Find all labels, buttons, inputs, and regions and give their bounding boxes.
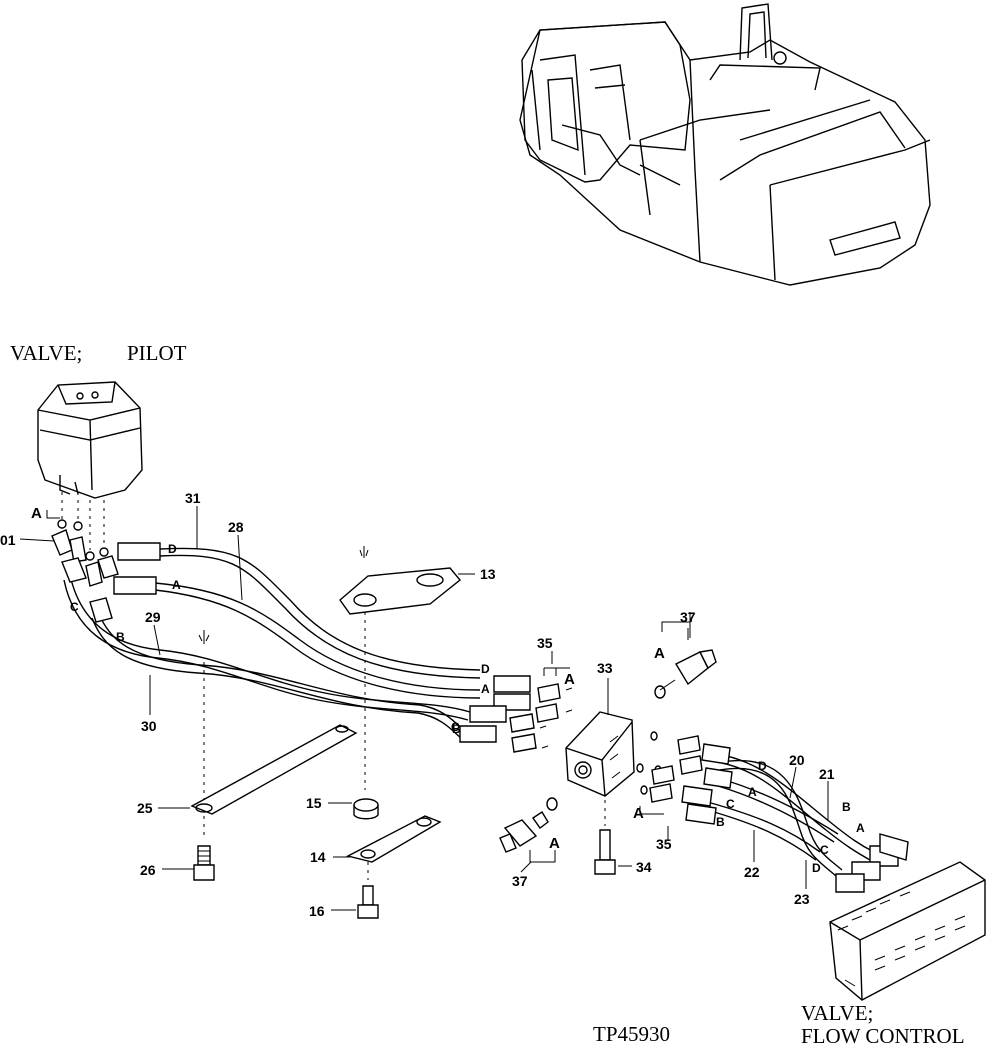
section-a-lower: A	[633, 805, 644, 822]
port-label-d-4: D	[812, 861, 821, 875]
port-label-d: D	[168, 542, 177, 556]
callout-26: 26	[140, 862, 156, 878]
callout-25: 25	[137, 800, 153, 816]
manifold-block-drawing	[565, 711, 635, 826]
callout-22: 22	[744, 864, 760, 880]
section-a-switch-2: A	[549, 835, 560, 852]
port-label-a-4: A	[856, 821, 865, 835]
port-label-d-3: D	[758, 759, 767, 773]
bolt-34	[594, 829, 616, 875]
port-label-a: A	[172, 578, 181, 592]
callout-13: 13	[480, 566, 496, 582]
flow-control-hoses	[681, 743, 909, 893]
port-label-d-2: D	[481, 662, 490, 676]
callout-35-lower: 35	[656, 836, 672, 852]
callout-29: 29	[145, 609, 161, 625]
callout-14: 14	[310, 849, 326, 865]
callout-33: 33	[597, 660, 613, 676]
port-label-b-5: B	[842, 800, 851, 814]
spacer-15	[353, 798, 379, 820]
callout-16: 16	[309, 903, 325, 919]
pilot-valve-drawing	[37, 381, 143, 587]
callout-37-lower: 37	[512, 873, 528, 889]
port-label-b: B	[116, 630, 125, 644]
section-a-pilot: A	[31, 505, 42, 522]
flow-valve-caption-2: FLOW CONTROL	[801, 1024, 965, 1048]
port-label-c-4: C	[820, 843, 829, 857]
flow-control-valve-drawing	[829, 861, 986, 1001]
section-a-switch: A	[654, 645, 665, 662]
flow-valve-caption: VALVE;	[801, 1001, 873, 1025]
port-label-c-2: C	[451, 720, 460, 734]
port-label-a-3: A	[748, 785, 757, 799]
callout-37-upper: 37	[680, 609, 696, 625]
port-label-c-3: C	[726, 797, 735, 811]
port-label-a-2: A	[481, 682, 490, 696]
bracket-14	[346, 815, 442, 880]
callout-21: 21	[819, 766, 835, 782]
callout-23: 23	[794, 891, 810, 907]
callout-31: 31	[185, 490, 201, 506]
callout-30: 30	[141, 718, 157, 734]
callout-28: 28	[228, 519, 244, 535]
pressure-switch-drawing	[499, 612, 717, 863]
adapters-left	[509, 667, 573, 753]
bracket-13	[339, 546, 461, 790]
pilot-valve-caption-2: PILOT	[127, 341, 187, 365]
port-label-c: C	[70, 600, 79, 614]
adapters-right	[636, 731, 703, 815]
port-label-b-4: B	[716, 815, 725, 829]
bolt-16	[357, 885, 379, 919]
port-label-b-3: B	[452, 722, 461, 736]
leader-lines	[19, 506, 829, 911]
callout-20: 20	[789, 752, 805, 768]
drawing-number: TP45930	[593, 1022, 670, 1046]
bolt-26	[193, 845, 215, 881]
callout-34: 34	[636, 859, 652, 875]
callout-15: 15	[306, 795, 322, 811]
callout-35-upper: 35	[537, 635, 553, 651]
section-a-upper: A	[564, 671, 575, 688]
pilot-valve-caption: VALVE;	[10, 341, 82, 365]
callout-01: 01	[0, 532, 16, 548]
bracket-25	[190, 630, 358, 840]
hose-bundle	[61, 542, 531, 743]
excavator-illustration	[519, 3, 931, 286]
